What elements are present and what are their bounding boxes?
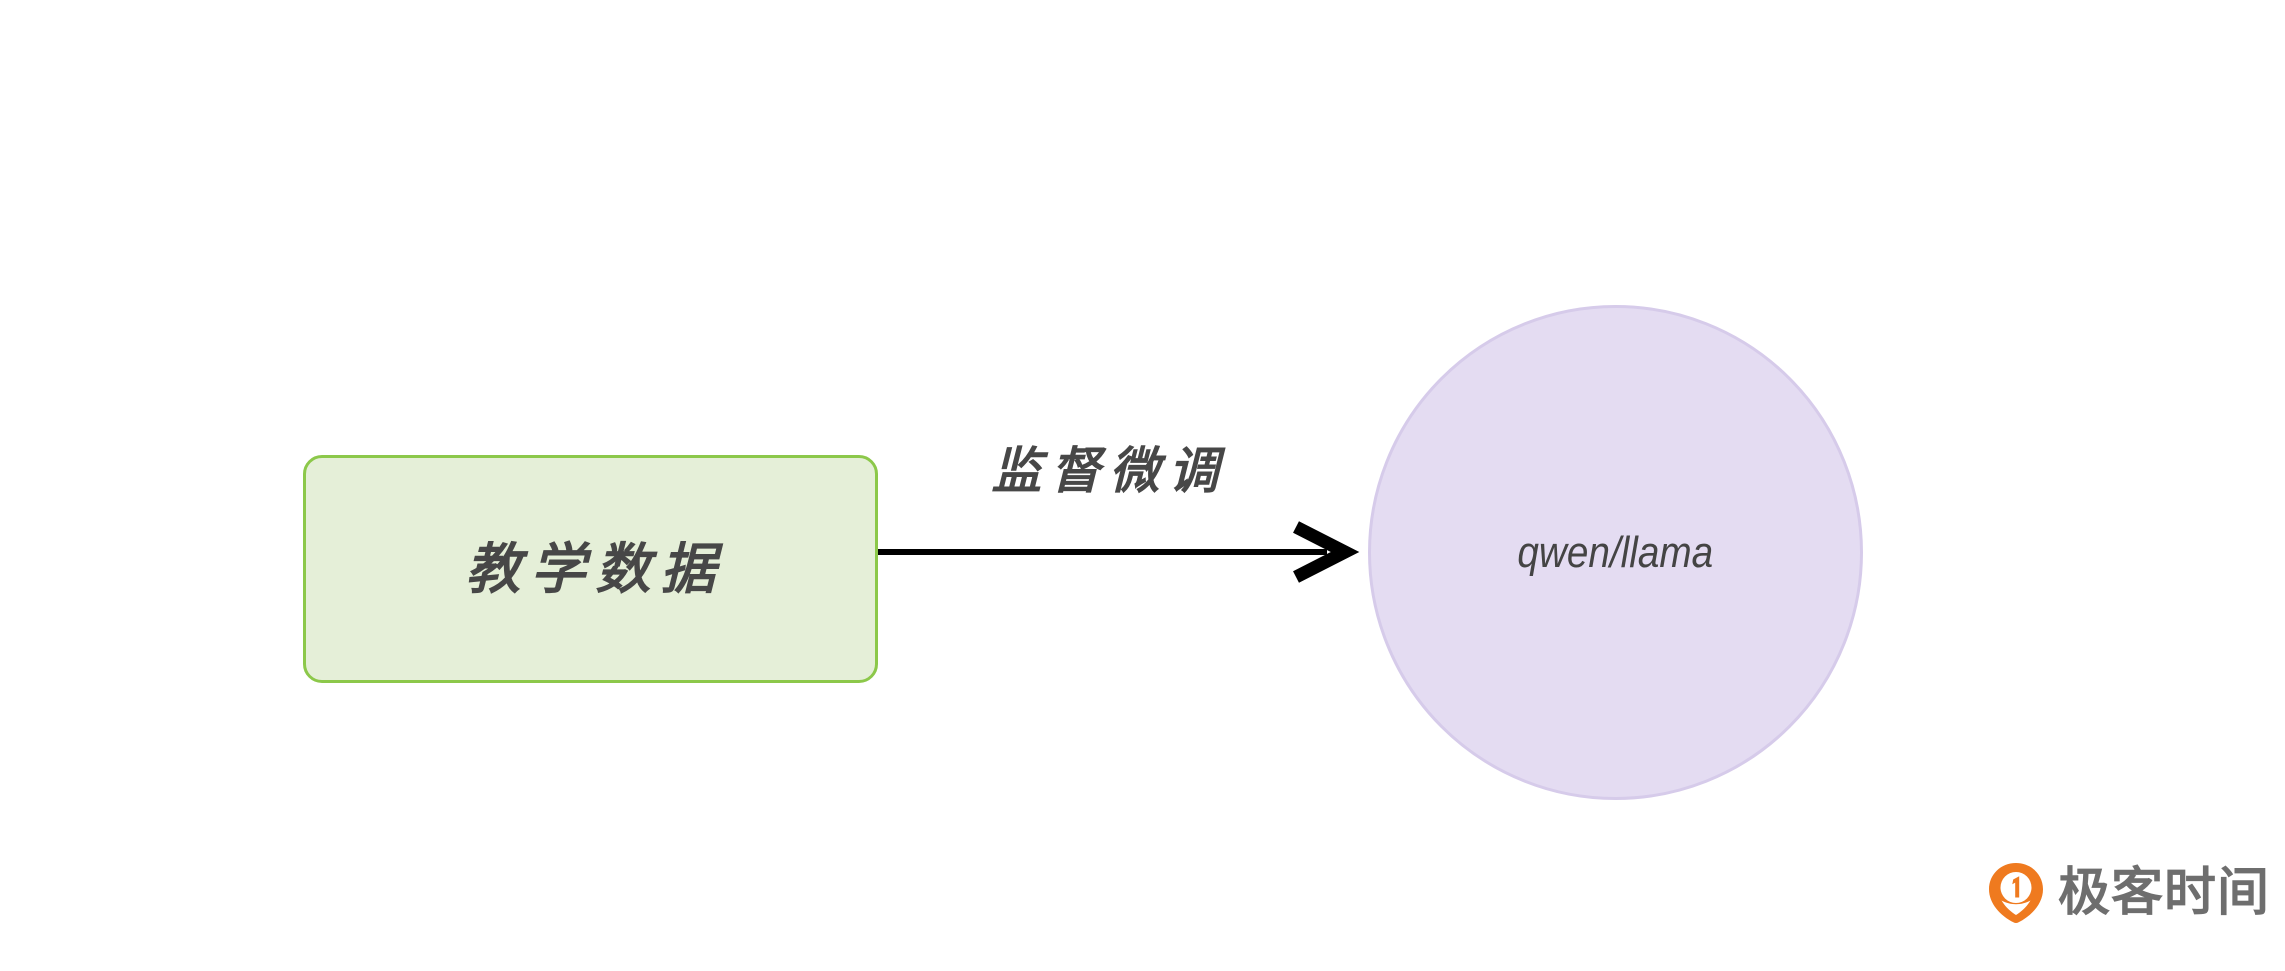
node-base-model[interactable]: qwen/llama [1368, 305, 1863, 800]
watermark-label: 极客时间 [2058, 864, 2271, 922]
geektime-pin-icon [1989, 863, 2043, 923]
sft-edge-arrowhead [1293, 521, 1360, 583]
sft-edge-label: 监督微调 [991, 443, 1228, 499]
node-base-model-label: qwen/llama [1517, 527, 1714, 577]
watermark: 极客时间 [1988, 862, 2270, 924]
node-training-data[interactable]: 教学数据 [303, 455, 878, 683]
node-training-data-label: 教学数据 [465, 537, 726, 600]
